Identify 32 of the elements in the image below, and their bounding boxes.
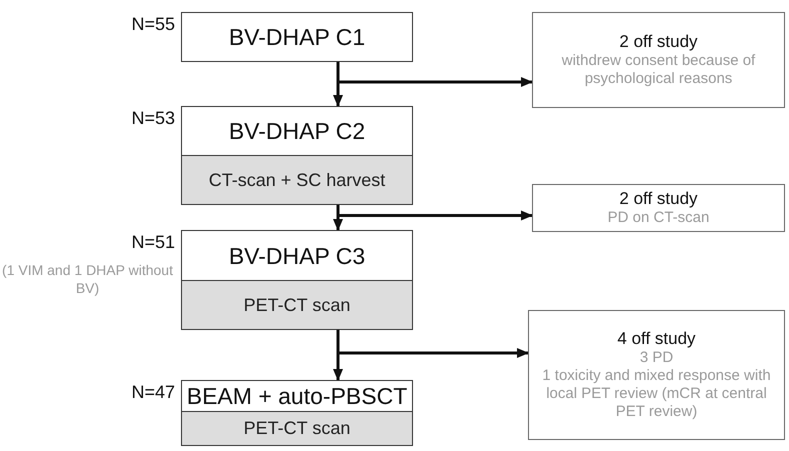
exit-count: 2 off study bbox=[619, 32, 698, 52]
process-box bbox=[181, 230, 413, 330]
exit-reason: withdrew consent because of psychological reasons bbox=[560, 52, 756, 88]
step-label: CT-scan + SC harvest bbox=[208, 170, 386, 190]
step-title: BEAM + auto-PBSCT bbox=[186, 385, 408, 408]
process-box bbox=[181, 106, 413, 205]
sample-size: N=53 bbox=[131, 108, 175, 129]
step-band bbox=[182, 280, 412, 329]
step-title: BV-DHAP C2 bbox=[228, 120, 366, 143]
step-label: PET-CT scan bbox=[244, 418, 350, 439]
exit-count: 4 off study bbox=[617, 328, 696, 350]
sample-size: N=51 bbox=[131, 232, 175, 253]
exit-reason: 1 toxicity and mixed response with local PET review (mCR at central PET review) bbox=[541, 367, 772, 422]
step-title: BV-DHAP C3 bbox=[228, 244, 366, 268]
exit-box bbox=[532, 184, 785, 232]
exit-box bbox=[532, 12, 785, 108]
step-band bbox=[182, 411, 412, 445]
step-label: PET-CT scan bbox=[244, 294, 350, 316]
flow-arrow bbox=[336, 330, 529, 358]
exit-count: 2 off study bbox=[619, 188, 698, 210]
sample-size: N=55 bbox=[131, 14, 175, 35]
exit-reason: 3 PD bbox=[640, 349, 674, 368]
exit-box bbox=[528, 310, 785, 440]
flow-arrow bbox=[336, 205, 533, 220]
flow-arrow bbox=[336, 62, 533, 87]
exit-reason: PD on CT-scan bbox=[608, 209, 710, 228]
process-box bbox=[181, 380, 413, 446]
sample-size: N=47 bbox=[131, 382, 175, 403]
step-band bbox=[182, 155, 412, 204]
step-title: BV-DHAP C1 bbox=[228, 26, 366, 48]
process-box bbox=[181, 12, 413, 62]
side-note: (1 VIM and 1 DHAP without BV) bbox=[1, 262, 174, 297]
